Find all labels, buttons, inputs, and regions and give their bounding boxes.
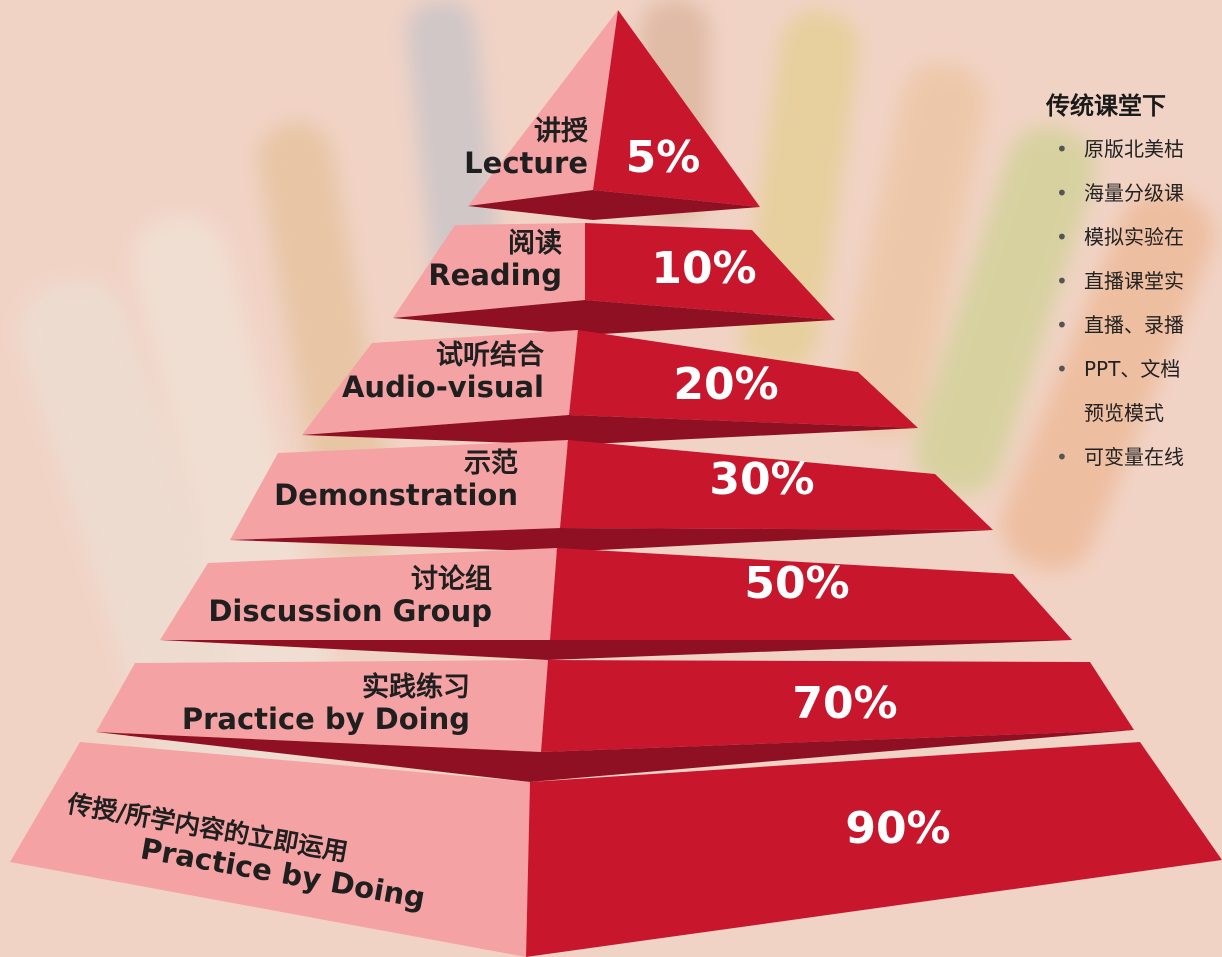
pyramid-level-3 <box>302 330 918 445</box>
level-percent: 90% <box>845 803 951 854</box>
bullet-text: PPT、文档 <box>1084 357 1181 381</box>
level-label: 阅读 Reading <box>300 228 562 292</box>
level-percent: 5% <box>625 132 701 183</box>
level-label: 讲授 Lecture <box>388 116 588 180</box>
description-panel: 传统课堂下 原版北美枯 海量分级课 模拟实验在 直播课堂实 直播、录播 PPT、… <box>1046 86 1222 606</box>
level-label-en: Audio-visual <box>341 370 544 405</box>
level-label-cn: 讲授 <box>534 116 588 147</box>
bullet-item: 原版北美枯 <box>1046 135 1222 163</box>
level-label-en: Lecture <box>464 146 588 181</box>
level-label: 试听结合 Audio-visual <box>280 340 544 404</box>
level-label-cn: 试听结合 <box>436 340 544 371</box>
bullet-text: 模拟实验在 <box>1084 225 1184 249</box>
level-label-en: Demonstration <box>274 478 518 513</box>
bullet-text: 直播、录播 <box>1084 313 1184 337</box>
panel-title: 传统课堂下 <box>1046 92 1166 120</box>
level-percent: 30% <box>709 454 815 505</box>
bullet-list: 原版北美枯 海量分级课 模拟实验在 直播课堂实 直播、录播 PPT、文档 预览模… <box>1046 135 1222 471</box>
level-label: 实践练习 Practice by Doing <box>150 672 470 736</box>
pyramid-level-1 <box>468 10 760 220</box>
bullet-item: 可变量在线 <box>1046 443 1222 471</box>
pyramid-level-6 <box>96 660 1134 782</box>
bullet-text: 海量分级课 <box>1084 181 1184 205</box>
bullet-item: 直播课堂实 <box>1046 267 1222 295</box>
level-percent: 20% <box>673 359 779 410</box>
level-label-en: Discussion Group <box>208 594 492 629</box>
bullet-text: 可变量在线 <box>1084 445 1184 469</box>
bullet-item: 直播、录播 <box>1046 311 1222 339</box>
bullet-text: 直播课堂实 <box>1084 269 1184 293</box>
level-label-cn: 实践练习 <box>362 672 470 703</box>
level-percent: 70% <box>792 678 898 729</box>
level-label-en: Practice by Doing <box>181 702 470 737</box>
pyramid-level-4 <box>230 440 993 552</box>
pyramid-level-7 <box>10 742 1222 957</box>
level-label-cn: 讨论组 <box>411 564 492 595</box>
bullet-item: 模拟实验在 <box>1046 223 1222 251</box>
level-label-cn: 阅读 <box>508 228 562 259</box>
level-label: 示范 Demonstration <box>236 448 518 512</box>
pyramid-level-2 <box>393 223 835 335</box>
bullet-item: PPT、文档 预览模式 <box>1046 355 1222 427</box>
bullet-text: 原版北美枯 <box>1084 137 1184 161</box>
level-percent: 10% <box>651 243 757 294</box>
bullet-continuation: 预览模式 <box>1084 401 1164 425</box>
bullet-item: 海量分级课 <box>1046 179 1222 207</box>
pyramid-level-5 <box>160 548 1072 660</box>
level-percent: 50% <box>744 558 850 609</box>
level-label: 讨论组 Discussion Group <box>180 564 492 628</box>
level-label-en: Reading <box>428 258 562 293</box>
level-label-cn: 示范 <box>464 448 518 479</box>
